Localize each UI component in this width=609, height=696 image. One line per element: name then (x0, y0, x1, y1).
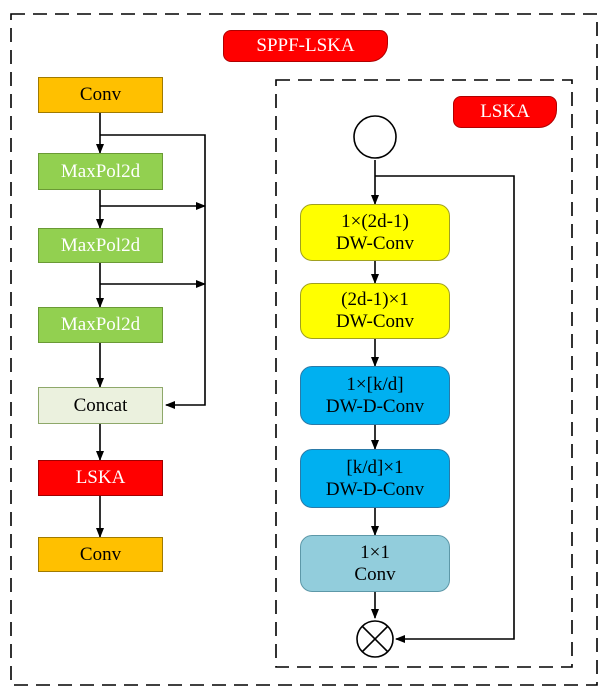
dw-conv-block-1-kernel: 1×(2d-1) (341, 210, 409, 232)
conv-1x1-block: 1×1 Conv (300, 535, 450, 592)
dw-d-conv-block-2: [k/d]×1 DW-D-Conv (300, 449, 450, 508)
maxpool-block-2: MaxPol2d (38, 228, 163, 263)
maxpool-block-3: MaxPol2d (38, 307, 163, 343)
dw-d-conv-block-1: 1×[k/d] DW-D-Conv (300, 366, 450, 425)
dw-d-conv-block-1-kernel: 1×[k/d] (346, 373, 404, 395)
conv-1x1-block-type: Conv (354, 563, 396, 585)
conv-1x1-block-kernel: 1×1 (360, 541, 390, 563)
dw-d-conv-block-2-kernel: [k/d]×1 (346, 456, 404, 478)
dw-conv-block-1-type: DW-Conv (335, 232, 415, 254)
residual-path (375, 175, 515, 643)
dw-conv-block-2-kernel: (2d-1)×1 (341, 289, 409, 310)
dw-conv-block-1: 1×(2d-1) DW-Conv (300, 204, 450, 261)
outer-dashed-frame (10, 13, 598, 686)
input-node-circle (353, 115, 397, 159)
dw-d-conv-block-2-type: DW-D-Conv (325, 478, 425, 500)
conv-top-block: Conv (38, 77, 163, 113)
dw-d-conv-block-1-type: DW-D-Conv (325, 395, 425, 417)
conv-bottom-block: Conv (38, 537, 163, 572)
sppf-lska-label: SPPF-LSKA (223, 30, 388, 62)
lska-label: LSKA (453, 96, 557, 128)
dw-conv-block-2-type: DW-Conv (335, 311, 415, 332)
bypass-conv-to-concat (100, 134, 206, 409)
lska-block: LSKA (38, 460, 163, 496)
dw-conv-block-2: (2d-1)×1 DW-Conv (300, 283, 450, 339)
element-wise-multiply-icon (356, 620, 394, 658)
maxpool-block-1: MaxPol2d (38, 153, 163, 190)
concat-block: Concat (38, 387, 163, 424)
